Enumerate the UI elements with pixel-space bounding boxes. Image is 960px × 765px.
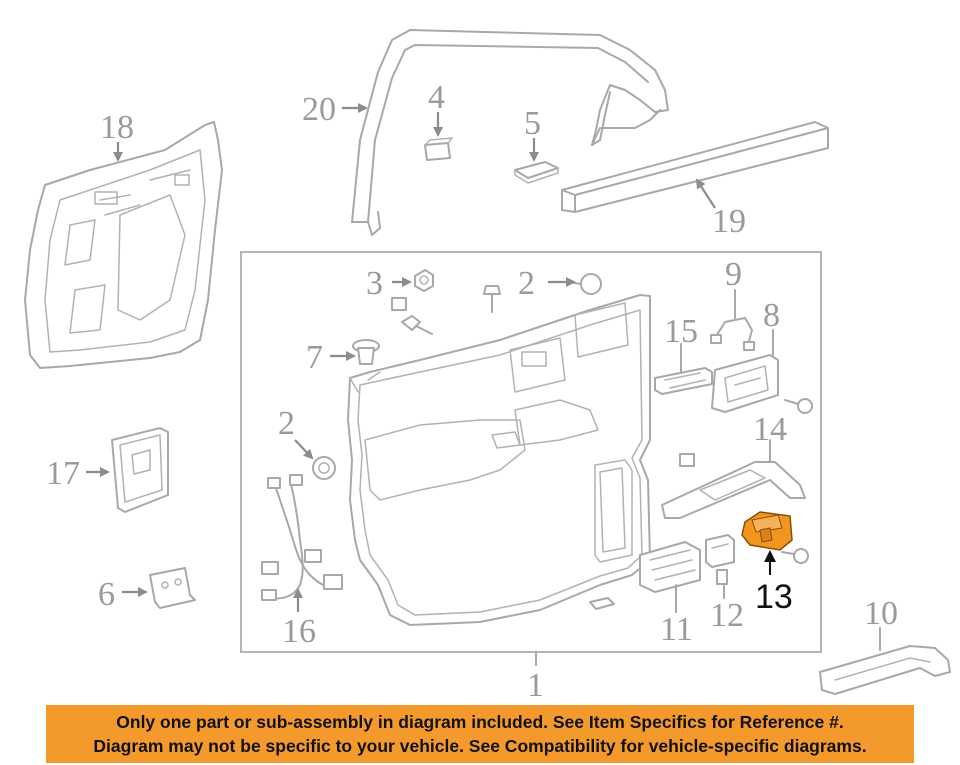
- callout-6: 6: [98, 576, 115, 613]
- part-bolt-b: [483, 285, 501, 313]
- callout-14: 14: [753, 411, 787, 448]
- part-17-switch-bezel: [111, 427, 169, 513]
- callout-2a: 2: [518, 265, 535, 302]
- disclaimer-line-2: Diagram may not be specific to your vehi…: [93, 736, 867, 756]
- callout-2b: 2: [278, 405, 295, 442]
- callout-5: 5: [524, 105, 541, 142]
- part-20-window-channel: [351, 29, 669, 236]
- door-panel-assembly-frame: [240, 251, 822, 653]
- callout-16: 16: [282, 613, 316, 650]
- callout-3: 3: [366, 265, 383, 302]
- callout-17: 17: [46, 455, 80, 492]
- part-13-switch-highlighted: [741, 511, 793, 551]
- part-8-screw: [784, 398, 813, 414]
- callout-9: 9: [725, 256, 742, 293]
- part-14-armrest-bezel: [661, 453, 806, 519]
- part-15-switch: [654, 367, 713, 395]
- part-screw-a: [401, 315, 433, 335]
- part-9-cable: [710, 317, 755, 351]
- part-10-sill-plate: [819, 645, 951, 695]
- part-clip-small: [589, 597, 615, 610]
- callout-11: 11: [660, 611, 693, 648]
- part-19-belt-molding: [561, 121, 829, 213]
- part-1-door-trim-panel: [347, 294, 651, 626]
- callout-19: 19: [712, 203, 746, 240]
- part-5-pad: [514, 161, 559, 184]
- part-6-bracket: [149, 567, 196, 609]
- callout-4: 4: [428, 79, 445, 116]
- callout-20: 20: [302, 91, 336, 128]
- disclaimer-line-1: Only one part or sub-assembly in diagram…: [116, 712, 844, 732]
- part-3-retainer: [391, 297, 407, 311]
- part-18-door-module: [24, 121, 223, 369]
- part-16-wiring-harness: [261, 474, 343, 601]
- part-11-window-switch: [639, 541, 701, 593]
- callout-12: 12: [710, 597, 744, 634]
- part-2-pushpin-top: [567, 273, 602, 295]
- part-3-nut: [414, 269, 434, 292]
- part-4-clip: [424, 137, 453, 161]
- callout-7: 7: [306, 339, 323, 376]
- callout-15: 15: [664, 313, 698, 350]
- part-8-inside-handle: [711, 354, 779, 413]
- callout-10: 10: [864, 595, 898, 632]
- callout-18: 18: [100, 109, 134, 146]
- part-13-screw: [781, 548, 809, 564]
- disclaimer-banner: Only one part or sub-assembly in diagram…: [46, 705, 914, 763]
- callout-8: 8: [763, 297, 780, 334]
- part-2-pushpin-lower: [312, 456, 336, 480]
- part-12-lock-switch: [705, 534, 735, 585]
- callout-1: 1: [527, 667, 544, 704]
- callout-13: 13: [755, 578, 793, 616]
- part-7-retainer: [352, 339, 380, 365]
